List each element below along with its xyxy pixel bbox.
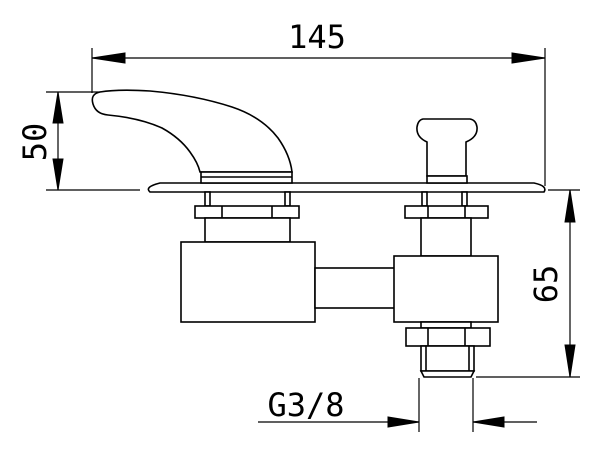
thread-label: G3/8 <box>267 386 344 424</box>
lever-handle <box>91 89 293 184</box>
outlet-fitting <box>405 321 491 378</box>
right-mount-nut <box>404 191 489 257</box>
base-plate <box>147 182 546 193</box>
body-height-dimension: 65 <box>476 189 580 378</box>
spout-height-dimension: 50 <box>16 91 140 191</box>
body-height-label: 65 <box>527 265 565 304</box>
left-mount-nut <box>194 191 300 243</box>
left-valve-body <box>180 241 316 323</box>
thread-dimension: G3/8 <box>258 378 537 432</box>
spout-height-label: 50 <box>16 123 54 162</box>
overall-width-dimension: 145 <box>91 18 546 186</box>
overall-width-label: 145 <box>288 18 346 56</box>
knob <box>416 118 478 184</box>
right-valve-body <box>393 255 499 323</box>
connecting-pipe <box>314 267 396 309</box>
